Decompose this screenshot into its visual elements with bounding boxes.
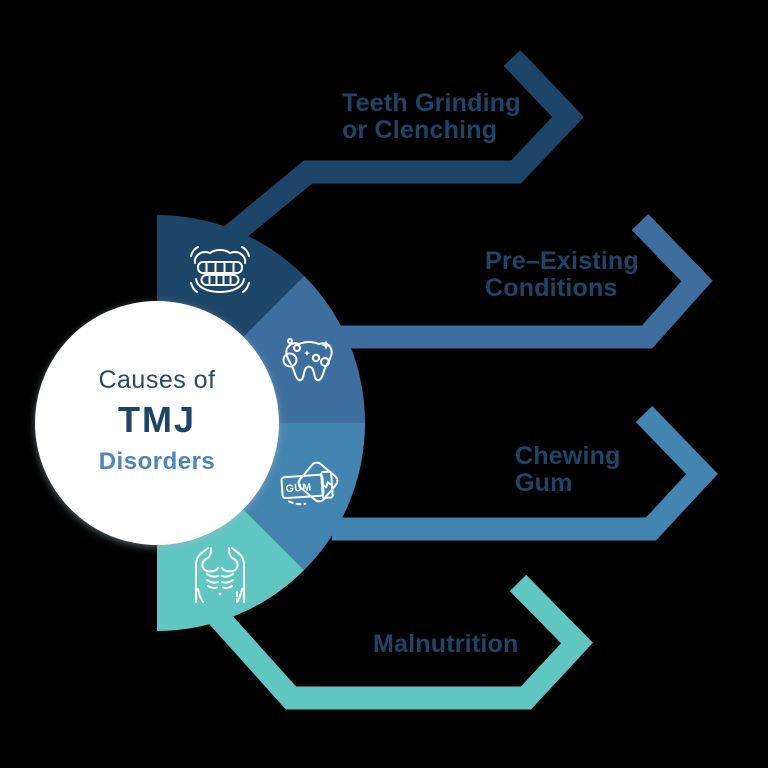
- arrow-pre-existing: [340, 214, 713, 349]
- label-teeth-grinding: Teeth Grinding or Clenching: [342, 90, 521, 144]
- arrow-chewing-gum: [332, 406, 718, 541]
- sparkling-tooth-icon: [282, 338, 333, 382]
- label-line: Teeth Grinding: [342, 89, 521, 117]
- center-title-causes-of: Causes of: [98, 366, 216, 394]
- arrow-malnutrition: [203, 574, 593, 710]
- dentures-icon: [190, 246, 250, 293]
- arrow-teeth-grinding: [220, 50, 584, 247]
- label-line: or Clenching: [342, 116, 498, 144]
- gum-pack-icon: GUM: [280, 461, 339, 506]
- label-line: Pre–Existing: [485, 247, 639, 275]
- gum-icon-label: GUM: [285, 481, 312, 495]
- torso-ribs-icon: [195, 547, 245, 603]
- label-chewing-gum: Chewing Gum: [515, 443, 621, 497]
- center-title-tmj: TMJ: [118, 399, 196, 440]
- label-malnutrition: Malnutrition: [373, 631, 518, 658]
- center-title: Causes of TMJ Disorders: [27, 366, 287, 476]
- label-pre-existing: Pre–Existing Conditions: [485, 248, 639, 302]
- label-line: Malnutrition: [373, 630, 519, 658]
- label-line: Gum: [515, 469, 573, 497]
- center-title-disorders: Disorders: [98, 448, 216, 475]
- label-line: Conditions: [485, 274, 618, 302]
- label-line: Chewing: [515, 442, 621, 470]
- center-circle: [35, 301, 279, 545]
